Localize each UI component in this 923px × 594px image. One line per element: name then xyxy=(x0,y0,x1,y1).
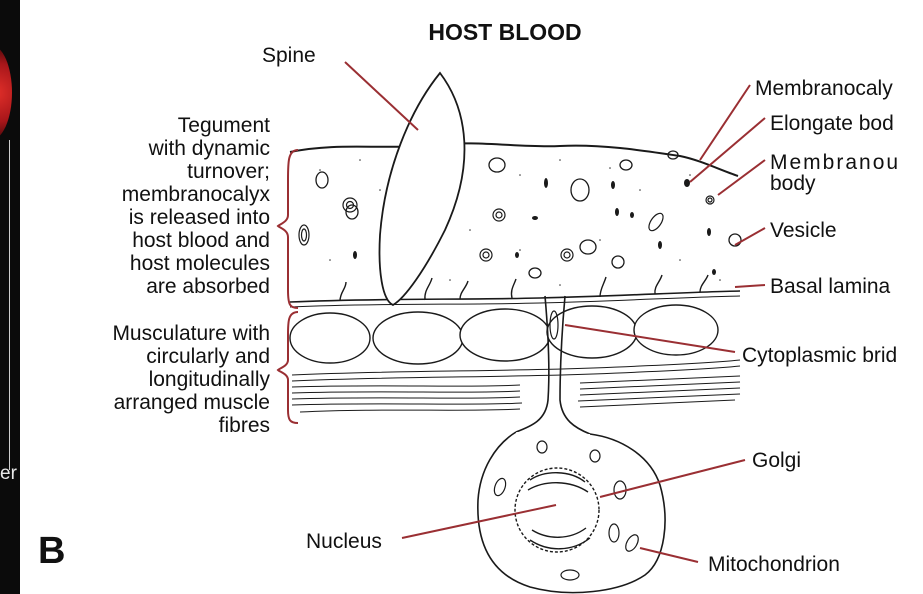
tegument-line: are absorbed xyxy=(146,275,270,298)
membranous-bodies xyxy=(299,196,714,261)
tegument-line: turnover; xyxy=(187,160,270,183)
musculature-line: fibres xyxy=(219,414,270,437)
vesicle-label: Vesicle xyxy=(770,219,837,242)
tegument-line: membranocalyx xyxy=(122,183,271,206)
spine-label: Spine xyxy=(262,44,316,67)
basal-lamina-line xyxy=(290,291,740,302)
tegument-line: host molecules xyxy=(130,252,270,275)
cytoplasmic-bridge-label: Cytoplasmic brid xyxy=(742,344,897,367)
longitudinal-muscle-fibres xyxy=(292,360,740,412)
spine xyxy=(380,73,465,305)
tegument-surface xyxy=(290,143,738,176)
musculature-line: longitudinally xyxy=(149,368,271,391)
membranocalyx-label: Membranocaly xyxy=(755,77,893,100)
cell-body xyxy=(478,432,665,593)
membranous-body-label-2: body xyxy=(770,172,816,195)
tegument-line: with dynamic xyxy=(148,137,270,160)
nucleus-label: Nucleus xyxy=(306,530,382,553)
musculature-description: Musculature with circularly and longitud… xyxy=(112,322,270,437)
circular-muscle-cells xyxy=(290,305,718,364)
tegument-line: Tegument xyxy=(178,114,270,137)
musculature-line: Musculature with xyxy=(112,322,270,345)
basal-lamina-label: Basal lamina xyxy=(770,275,891,298)
musculature-line: arranged muscle xyxy=(114,391,270,414)
diagram-title: HOST BLOOD xyxy=(428,19,581,45)
elongate-body-label: Elongate bod xyxy=(770,112,894,135)
tegument-bracket xyxy=(278,150,298,308)
golgi-label: Golgi xyxy=(752,449,801,472)
membranous-body-label-1: Membranou xyxy=(770,151,900,174)
mitochondrion-label: Mitochondrion xyxy=(708,553,840,576)
tegument-line: is released into xyxy=(129,206,270,229)
tegument-description: Tegument with dynamic turnover; membrano… xyxy=(122,114,271,298)
musculature-line: circularly and xyxy=(146,345,270,368)
tegument-line: host blood and xyxy=(132,229,270,252)
